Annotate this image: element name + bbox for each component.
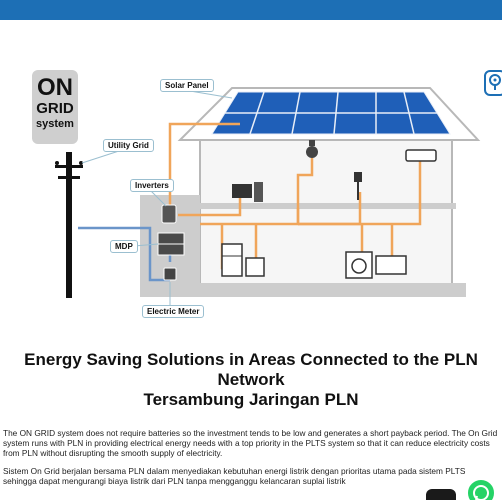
label-solar-panel: Solar Panel <box>160 79 214 92</box>
computer-icon <box>232 182 263 202</box>
chat-button[interactable] <box>426 489 456 500</box>
refrigerator-icon <box>221 243 243 277</box>
house-floor <box>196 203 456 209</box>
floor-lamp-icon <box>354 172 362 200</box>
whatsapp-icon <box>473 485 489 500</box>
television-icon <box>375 255 407 275</box>
on-grid-diagram <box>55 87 481 306</box>
top-header-bar <box>0 0 502 20</box>
badge-grid-text: GRID <box>36 100 74 117</box>
label-mdp: MDP <box>110 240 138 253</box>
ground-base <box>140 283 466 297</box>
electric-meter-box <box>163 267 177 281</box>
heading-line-3: Tersambung Jaringan PLN <box>143 390 359 409</box>
heading-line-1: Energy Saving Solutions in Areas Connect… <box>24 350 478 369</box>
label-utility-grid: Utility Grid <box>103 139 154 152</box>
description-indonesian: Sistem On Grid berjalan bersama PLN dala… <box>3 466 466 486</box>
on-grid-system-badge: ON GRID system <box>32 70 78 144</box>
inverter-box <box>161 204 177 224</box>
description-english: The ON GRID system does not require batt… <box>3 428 498 458</box>
washing-machine-icon <box>345 251 373 279</box>
stove-icon <box>245 257 265 277</box>
badge-on-text: ON <box>37 74 73 101</box>
whatsapp-button[interactable] <box>466 478 496 500</box>
air-conditioner-icon <box>405 149 437 162</box>
label-inverters: Inverters <box>130 179 174 192</box>
badge-system-text: system <box>36 118 74 130</box>
solar-panel-array <box>211 91 451 135</box>
location-help-icon <box>489 74 501 90</box>
lamp-icon <box>306 140 318 158</box>
label-electric-meter: Electric Meter <box>142 305 205 318</box>
location-help-button[interactable] <box>484 70 502 96</box>
section-heading: Energy Saving Solutions in Areas Connect… <box>0 350 502 410</box>
utility-pole-icon <box>55 152 83 298</box>
heading-line-2: Network <box>217 370 285 389</box>
